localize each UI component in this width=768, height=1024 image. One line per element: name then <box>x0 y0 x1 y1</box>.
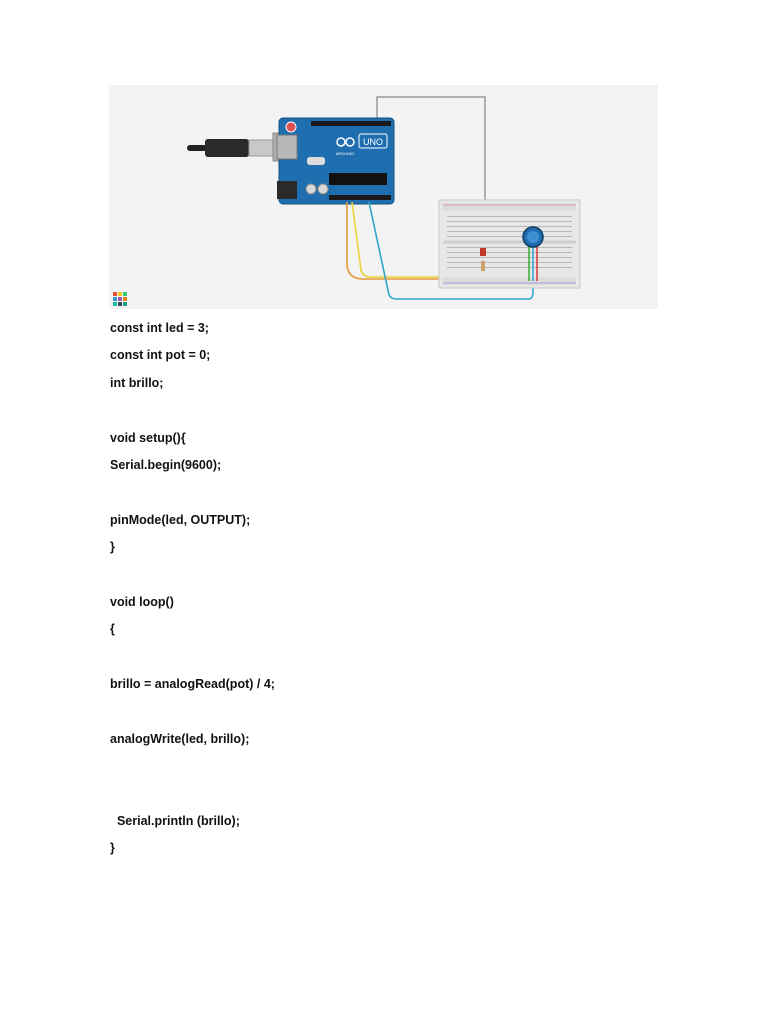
code-line: const int led = 3; <box>110 321 209 335</box>
wire-cyan <box>368 201 534 300</box>
code-line: void setup(){ <box>110 430 186 445</box>
code-block: const int led = 3; const int pot = 0; in… <box>110 319 670 867</box>
code-line: Serial.println (brillo); <box>110 814 240 829</box>
circuit-svg: UNO ARDUINO <box>113 96 581 306</box>
code-line <box>110 757 670 784</box>
code-line <box>110 648 670 675</box>
code-line: int brillo; <box>110 375 164 390</box>
code-line <box>110 483 670 510</box>
code-line: void loop() <box>110 594 174 609</box>
potentiometer-icon <box>522 226 544 281</box>
wire-orange <box>346 202 449 280</box>
circuit-diagram: UNO ARDUINO <box>109 85 658 309</box>
breadboard <box>438 199 581 289</box>
code-line <box>110 702 670 729</box>
code-line <box>110 401 670 428</box>
board-logo-text: UNO <box>363 137 383 147</box>
board-brand-text: ARDUINO <box>336 151 354 156</box>
code-line <box>110 566 670 593</box>
code-line: brillo = analogRead(pot) / 4; <box>110 677 275 692</box>
code-line: pinMode(led, OUTPUT); <box>110 512 251 527</box>
wire-yellow <box>351 201 449 278</box>
code-line: const int pot = 0; <box>110 348 211 363</box>
code-line: } <box>110 540 115 555</box>
code-line: } <box>110 841 115 856</box>
code-line <box>110 785 670 812</box>
code-line: { <box>110 622 115 637</box>
palette-icon <box>113 292 127 306</box>
code-line: Serial.begin(9600); <box>110 457 222 472</box>
led-icon <box>480 248 486 271</box>
code-line: analogWrite(led, brillo); <box>110 731 250 746</box>
arduino-board: UNO ARDUINO <box>276 117 395 205</box>
